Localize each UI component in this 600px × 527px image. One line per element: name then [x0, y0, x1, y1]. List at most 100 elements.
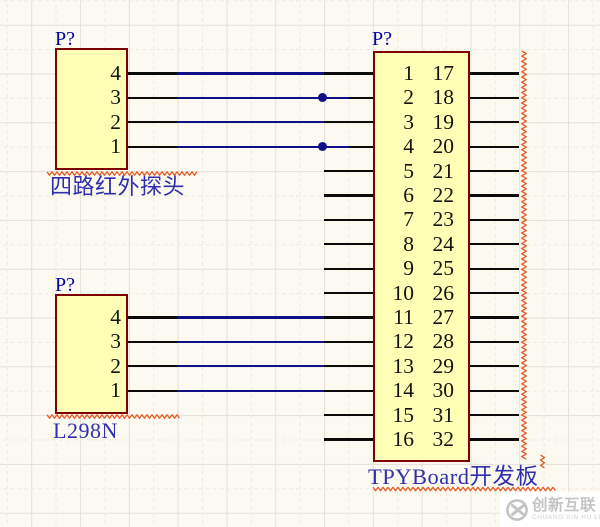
main-left-pin-line — [324, 438, 373, 441]
component-pin-line — [128, 72, 177, 75]
main-left-pin-number: 8 — [403, 231, 414, 256]
main-right-pin-number: 30 — [432, 378, 455, 403]
main-left-pin-line — [349, 145, 373, 148]
connection-wire — [177, 96, 349, 100]
main-right-pin-number: 22 — [432, 183, 455, 207]
connector-a-label: 四路红外探头 — [50, 174, 186, 199]
main-right-pin-line — [470, 194, 519, 197]
connector-b-pin-number: 4 — [110, 305, 121, 329]
main-left-pin-line — [324, 291, 373, 295]
junction-dot — [318, 93, 327, 103]
label-squiggle-connector-b — [46, 414, 181, 419]
connector-b-body — [55, 294, 128, 414]
main-left-pin-line — [324, 169, 373, 173]
main-right-pin-line — [470, 389, 519, 392]
component-pin-line — [128, 340, 177, 344]
component-pin-line — [128, 316, 177, 319]
junction-dot — [318, 142, 327, 152]
connection-wire — [177, 316, 324, 319]
label-squiggle-connector-a — [46, 171, 198, 176]
main-left-pin-number: 14 — [392, 378, 415, 403]
connection-wire — [177, 365, 324, 368]
main-right-pin-number: 17 — [432, 61, 455, 85]
connection-wire — [177, 121, 324, 124]
main-right-pin-number: 18 — [432, 85, 455, 110]
connector-a-pin-number: 4 — [110, 61, 121, 85]
main-right-pin-line — [470, 365, 519, 368]
main-left-pin-line — [324, 218, 373, 222]
main-left-pin-number: 1 — [403, 61, 414, 85]
connection-wire — [177, 340, 324, 344]
main-left-pin-line — [324, 243, 373, 246]
connector-b-designator: P? — [55, 274, 75, 296]
main-right-pin-number: 21 — [432, 158, 455, 183]
main-left-pin-line — [324, 413, 373, 417]
main-right-pin-line — [470, 243, 519, 246]
main-left-pin-number: 15 — [392, 402, 415, 427]
main-right-pin-line — [470, 218, 519, 222]
connector-a-body — [55, 48, 128, 170]
connection-wire — [177, 72, 324, 75]
watermark-logo-icon — [506, 498, 528, 521]
main-left-pin-line — [324, 316, 373, 319]
main-right-pin-line — [470, 291, 519, 295]
main-left-pin-line — [324, 267, 373, 270]
main-right-pin-line — [470, 340, 519, 344]
main-left-pin-number: 10 — [392, 280, 415, 305]
main-connector-designator: P? — [372, 28, 392, 50]
main-right-pin-number: 28 — [432, 329, 455, 354]
main-left-pin-number: 16 — [392, 427, 415, 451]
main-right-pin-number: 27 — [432, 305, 455, 329]
main-right-pin-line — [470, 121, 519, 124]
main-right-pin-number: 32 — [432, 427, 455, 451]
erc-zigzag-vertical — [521, 50, 527, 460]
main-connector-label: TPYBoard开发板 — [368, 464, 539, 489]
connector-b-pin-number: 1 — [110, 378, 121, 403]
main-right-pin-line — [470, 145, 519, 148]
component-pin-line — [128, 389, 177, 392]
connector-a-designator: P? — [55, 28, 75, 50]
main-left-pin-number: 12 — [392, 329, 415, 354]
connector-b-pin-number: 2 — [110, 353, 121, 378]
main-left-pin-number: 6 — [403, 183, 414, 207]
main-right-pin-number: 29 — [432, 353, 455, 378]
watermark: 创新互联 CHUANG XIN HU LIAN — [500, 492, 600, 527]
main-right-pin-number: 26 — [432, 280, 455, 305]
main-left-pin-number: 2 — [403, 85, 414, 110]
connector-a-pin-number: 3 — [110, 85, 121, 110]
component-pin-line — [128, 121, 177, 124]
connection-wire — [177, 389, 324, 392]
component-pin-line — [128, 96, 177, 100]
watermark-name: 创新互联 — [532, 496, 597, 514]
label-squiggle-main — [372, 486, 557, 492]
connector-a-pin-number: 1 — [110, 134, 121, 159]
main-right-pin-line — [470, 169, 519, 173]
erc-zigzag-short-vertical — [539, 454, 546, 469]
connection-wire — [177, 145, 349, 148]
main-right-pin-number: 20 — [432, 134, 455, 159]
main-right-pin-number: 31 — [432, 402, 455, 427]
main-left-pin-line — [324, 194, 373, 197]
connector-b-pin-number: 3 — [110, 329, 121, 354]
main-left-pin-number: 7 — [403, 207, 414, 232]
main-right-pin-number: 25 — [432, 256, 455, 281]
main-left-pin-number: 9 — [403, 256, 414, 281]
watermark-caption: CHUANG XIN HU LIAN — [532, 513, 600, 521]
component-pin-line — [128, 365, 177, 368]
component-pin-line — [128, 145, 177, 148]
main-left-pin-line — [324, 121, 373, 124]
main-connector-body — [373, 51, 470, 462]
main-right-pin-line — [470, 413, 519, 417]
main-left-pin-number: 11 — [393, 305, 414, 329]
main-left-pin-number: 13 — [392, 353, 415, 378]
main-right-pin-line — [470, 267, 519, 270]
main-right-pin-line — [470, 96, 519, 100]
connector-b-label: L298N — [53, 418, 118, 443]
main-right-pin-line — [470, 72, 519, 75]
main-left-pin-number: 3 — [403, 109, 414, 134]
main-left-pin-line — [324, 72, 373, 75]
main-right-pin-number: 19 — [432, 109, 455, 134]
main-right-pin-number: 23 — [432, 207, 455, 232]
